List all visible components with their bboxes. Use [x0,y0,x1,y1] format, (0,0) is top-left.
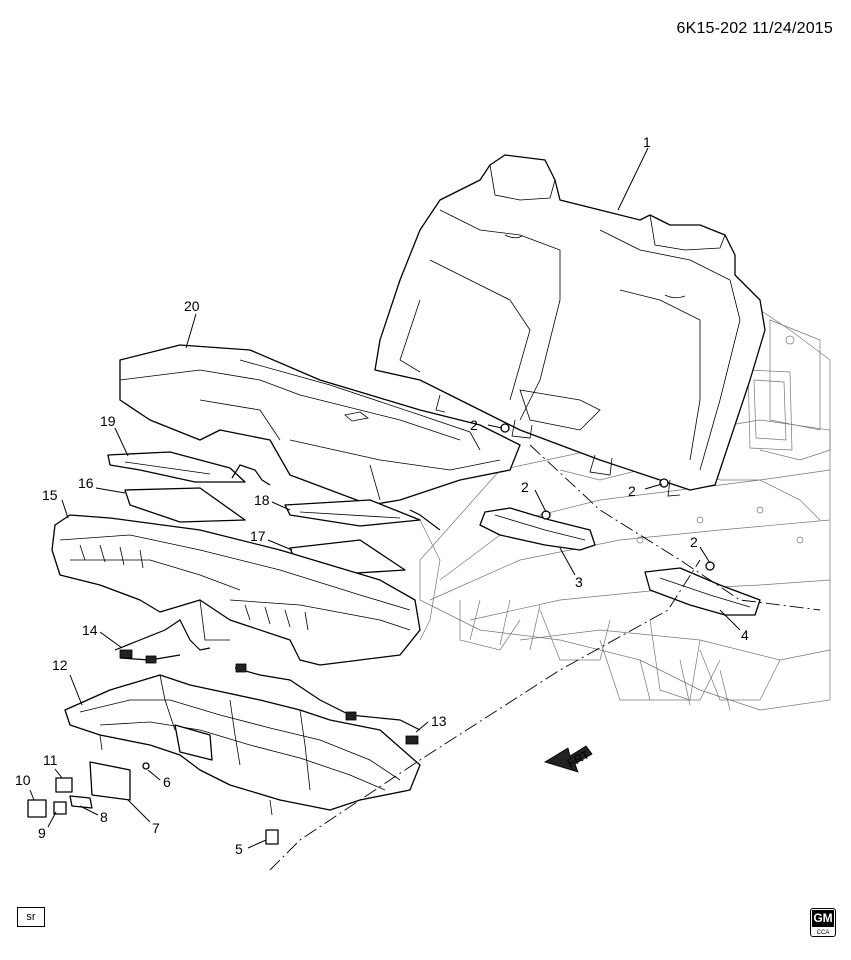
callout-9: 9 [38,825,46,841]
callout-labels: 1 2 2 2 2 3 4 5 6 7 8 9 10 11 12 13 14 1… [15,134,749,857]
leader-lines [29,147,821,871]
sr-tag: sr [17,907,45,927]
seat-cushion-cover [119,344,521,506]
callout-18: 18 [254,492,270,508]
callout-17: 17 [250,528,266,544]
callout-14: 14 [82,622,98,638]
callout-2a: 2 [470,417,478,433]
callout-20: 20 [184,298,200,314]
callout-12: 12 [52,657,68,673]
callout-1: 1 [643,134,651,150]
callout-10: 10 [15,772,31,788]
callout-16: 16 [78,475,94,491]
callout-13: 13 [431,713,447,729]
seat-back-assembly [374,154,766,497]
wiring-harness [114,619,421,745]
callout-4: 4 [741,627,749,643]
callout-2d: 2 [690,534,698,550]
callout-2b: 2 [521,479,529,495]
callout-5: 5 [235,841,243,857]
gm-logo-subtext: CCA [816,930,830,936]
seat-brackets [479,423,761,616]
diagram-id: 6K15-202 11/24/2015 [676,20,833,37]
front-direction-arrow: FRT [544,745,593,773]
gm-logo: GM CCA [810,908,836,937]
callout-2c: 2 [628,483,636,499]
callout-8: 8 [100,809,108,825]
callout-11: 11 [43,752,58,768]
callout-15: 15 [42,487,58,503]
callout-3: 3 [575,574,583,590]
gm-logo-text: GM [812,910,834,927]
callout-7: 7 [152,820,160,836]
callout-19: 19 [100,413,116,429]
switch-bracket-parts [27,724,279,845]
seat-wire-frame [64,674,421,816]
seat-cushion-frame [51,514,421,666]
callout-6: 6 [163,774,171,790]
